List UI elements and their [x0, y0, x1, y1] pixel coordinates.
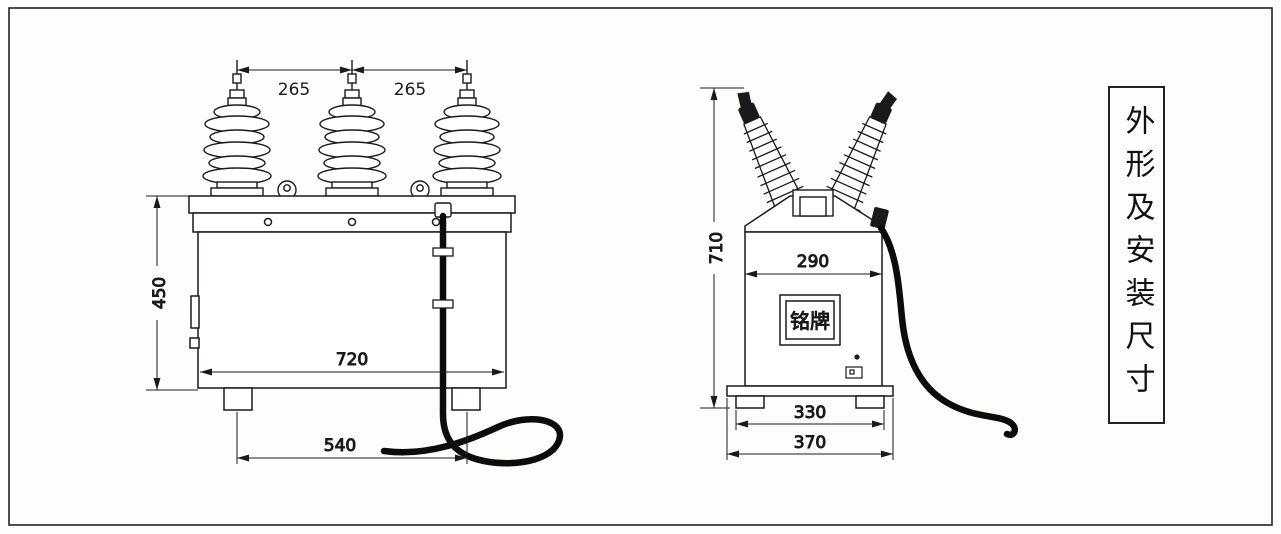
dim-label-540: 540 — [324, 436, 356, 456]
dim-label-265-left: 265 — [278, 80, 310, 100]
dim-label-370: 370 — [794, 433, 826, 453]
front-bushing-left — [202, 59, 272, 197]
drawing-border — [8, 7, 1273, 526]
front-view: 265 265 450 720 540 — [146, 59, 564, 467]
cable-gland-side — [870, 207, 889, 230]
dim-overall-height — [700, 87, 744, 409]
side-view: 铭牌 710 290 330 — [700, 83, 1018, 460]
dim-label-290: 290 — [797, 252, 829, 272]
power-cable-side — [877, 224, 1018, 438]
bolt-dot — [854, 354, 860, 360]
terminal-box — [845, 366, 863, 379]
dim-foot-span — [236, 412, 468, 464]
dim-base-outer — [726, 398, 894, 460]
title-text: 外形及安装尺寸 — [1119, 104, 1155, 406]
nameplate — [779, 294, 841, 346]
dim-label-330: 330 — [794, 403, 826, 423]
dim-label-720: 720 — [336, 350, 368, 370]
title-panel: 外形及安装尺寸 — [1108, 86, 1165, 424]
dim-base-inner — [735, 410, 885, 430]
cable-clamps — [432, 247, 454, 309]
nameplate-label: 铭牌 — [790, 309, 830, 333]
tank-body — [188, 195, 516, 411]
dim-label-265-right: 265 — [394, 80, 426, 100]
front-bushing-right — [432, 59, 502, 197]
front-bushing-middle — [317, 59, 387, 197]
dim-label-450: 450 — [150, 277, 170, 309]
dim-label-710: 710 — [707, 232, 727, 264]
dim-tank-height — [146, 195, 198, 391]
lifting-bracket-icon — [792, 189, 834, 217]
power-cable-front — [380, 212, 564, 467]
